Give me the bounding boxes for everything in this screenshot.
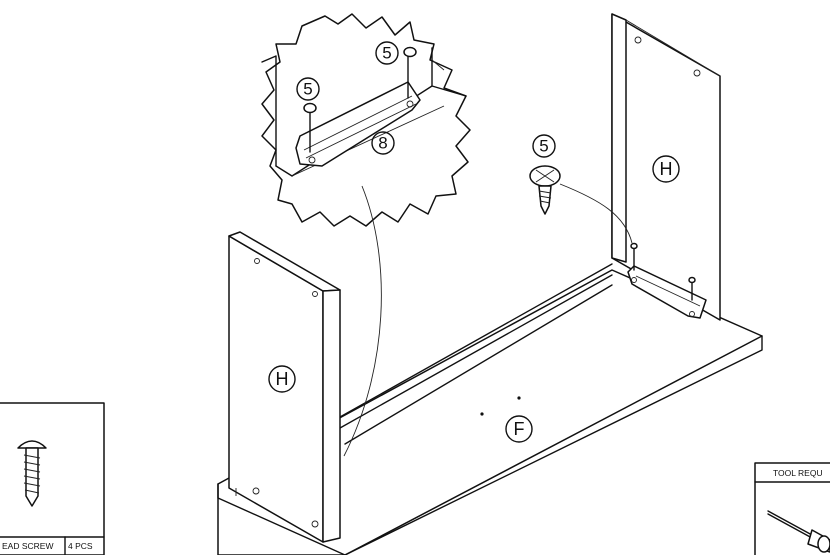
hardware-item-name: EAD SCREW <box>2 541 53 551</box>
tool-box-title: TOOL REQU <box>773 468 823 478</box>
callout-8-bracket: 8 <box>378 134 387 153</box>
callout-5-screw: 5 <box>539 137 548 156</box>
screw-icon <box>17 440 47 507</box>
hardware-quantity: 4 PCS <box>68 541 93 551</box>
label-left-panel-h: H <box>276 369 289 389</box>
left-panel-h <box>228 231 341 543</box>
detail-bubble: 5 5 8 <box>261 13 471 227</box>
hardware-box: EAD SCREW 4 PCS <box>0 402 105 555</box>
right-panel-h <box>611 13 721 321</box>
label-bottom-panel-f: F <box>514 419 525 439</box>
callout-5-detail-right: 5 <box>382 44 391 63</box>
detail-pointer <box>343 185 382 457</box>
label-right-panel-h: H <box>660 159 673 179</box>
right-bracket <box>627 242 707 319</box>
bottom-panel-f <box>217 269 763 555</box>
back-rail <box>339 263 613 445</box>
tool-box: TOOL REQU <box>754 462 830 555</box>
callout-5-detail-left: 5 <box>303 80 312 99</box>
screwdriver-icon <box>767 510 830 553</box>
screw-callout: 5 <box>529 134 633 244</box>
